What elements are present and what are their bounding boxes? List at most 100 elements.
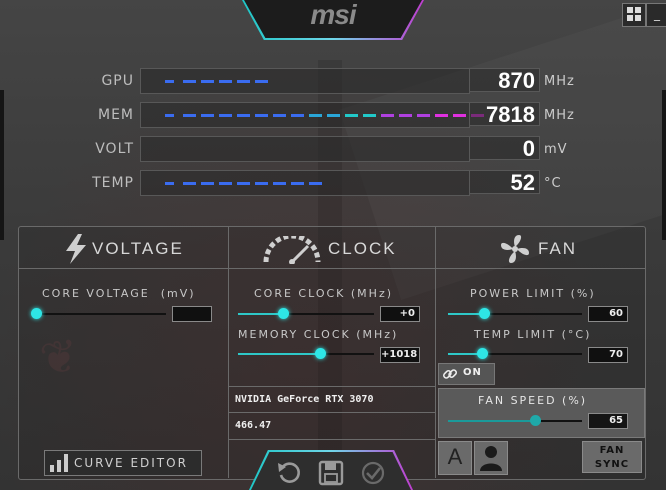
temp-monitor-row: TEMP 52 °C: [0, 170, 666, 196]
fan-title: FAN: [538, 239, 578, 258]
mem-usage-bar: [140, 102, 484, 128]
core-voltage-input[interactable]: [172, 306, 212, 322]
windows-logo-icon: [627, 7, 641, 21]
curve-editor-label: CURVE EDITOR: [74, 456, 188, 470]
volt-value: 0: [470, 136, 540, 161]
fan-sync-label-line1: FAN: [599, 445, 625, 456]
fan-speed-input[interactable]: 65: [588, 413, 628, 429]
temp-limit-fill: [448, 353, 482, 355]
left-edge-decoration: [0, 90, 4, 240]
bar-segment: [237, 114, 250, 117]
bar-segment: [183, 182, 196, 185]
auto-fan-button[interactable]: A: [438, 441, 472, 475]
curve-editor-button[interactable]: CURVE EDITOR: [44, 450, 202, 476]
bar-segment: [417, 114, 430, 117]
memory-clock-fill: [238, 353, 320, 355]
bar-segment: [309, 182, 322, 185]
bar-segment: [273, 114, 286, 117]
reset-icon[interactable]: [276, 460, 302, 486]
check-icon[interactable]: [360, 460, 386, 486]
divider: [435, 226, 436, 478]
fan-speed-slider[interactable]: [530, 415, 542, 426]
bar-segment: [165, 80, 174, 83]
volt-unit: mV: [544, 142, 568, 157]
bar-segment: [255, 114, 268, 117]
save-icon[interactable]: [318, 460, 344, 486]
fan-speed-fill: [448, 420, 536, 422]
core-voltage-slider[interactable]: [31, 308, 42, 319]
power-limit-fill: [448, 313, 485, 315]
fan-sync-button[interactable]: FAN SYNC: [582, 441, 642, 473]
bar-segment: [165, 114, 174, 117]
logo-plate: [244, 0, 422, 38]
bar-segment: [345, 114, 358, 117]
bar-segment: [327, 114, 340, 117]
background-vertical-band: [318, 60, 342, 490]
bar-segment: [363, 114, 376, 117]
memory-clock-slider[interactable]: [314, 348, 326, 359]
core-clock-fill: [238, 313, 283, 315]
core-clock-input[interactable]: +0: [380, 306, 420, 322]
divider: [228, 226, 229, 478]
temp-bar: [140, 170, 470, 196]
power-limit-input[interactable]: 60: [588, 306, 628, 322]
user-define-button[interactable]: [474, 441, 508, 475]
bar-graph-icon: [50, 454, 68, 472]
bar-segment: [201, 182, 214, 185]
mem-unit: MHz: [544, 108, 575, 123]
lightning-icon: [66, 234, 86, 264]
link-toggle-button[interactable]: ON: [438, 363, 495, 385]
bar-segment: [255, 182, 268, 185]
temp-limit-track: [448, 353, 582, 355]
volt-bar: [140, 136, 470, 162]
bar-segment: [201, 114, 214, 117]
bar-segment: [435, 114, 448, 117]
divider: [18, 268, 645, 269]
bar-segment: [219, 114, 232, 117]
background-artwork: ❦: [36, 327, 85, 387]
bar-segment: [453, 114, 466, 117]
bar-segment: [219, 182, 232, 185]
gpu-clock-value: 870: [470, 68, 540, 93]
gpu-label: GPU: [101, 73, 134, 89]
windows-logo-button[interactable]: [622, 3, 646, 27]
minimize-button[interactable]: _: [646, 3, 666, 27]
power-limit-label: POWER LIMIT (%): [470, 287, 596, 300]
bar-segment: [201, 80, 214, 83]
memory-clock-label: MEMORY CLOCK (MHz): [238, 328, 399, 341]
link-icon: [442, 369, 458, 379]
bar-segment: [273, 182, 286, 185]
volt-monitor-row: VOLT 0 mV: [0, 136, 666, 162]
core-voltage-track: [36, 313, 166, 315]
temp-label: TEMP: [92, 175, 134, 191]
bar-segment: [309, 114, 322, 117]
gpu-monitor-row: GPU 870 MHz: [0, 68, 666, 94]
temp-limit-input[interactable]: 70: [588, 347, 628, 363]
divider: [228, 412, 435, 413]
mem-clock-value: 7818: [470, 102, 540, 127]
power-limit-slider[interactable]: [479, 308, 491, 319]
temp-limit-slider[interactable]: [476, 348, 488, 359]
fan-icon: [501, 235, 529, 263]
link-state: ON: [463, 367, 482, 378]
bar-segment: [237, 182, 250, 185]
bar-segment: [165, 182, 174, 185]
user-icon: [480, 446, 502, 471]
right-edge-decoration: [662, 90, 666, 240]
memory-clock-input[interactable]: +1018: [380, 347, 420, 363]
gpu-name: NVIDIA GeForce RTX 3070: [235, 394, 374, 405]
speedometer-icon: [263, 236, 321, 264]
voltage-title: VOLTAGE: [92, 239, 184, 258]
bar-segment: [237, 80, 250, 83]
mem-monitor-row: MEM 7818 MHz: [0, 102, 666, 128]
divider: [228, 439, 435, 440]
msi-logo: msi: [310, 0, 356, 30]
bar-segment: [183, 114, 196, 117]
temp-value: 52: [470, 170, 540, 195]
clock-title: CLOCK: [328, 239, 397, 258]
bar-segment: [255, 80, 268, 83]
core-clock-track: [238, 313, 374, 315]
driver-version: 466.47: [235, 420, 272, 431]
core-clock-slider[interactable]: [277, 308, 289, 319]
